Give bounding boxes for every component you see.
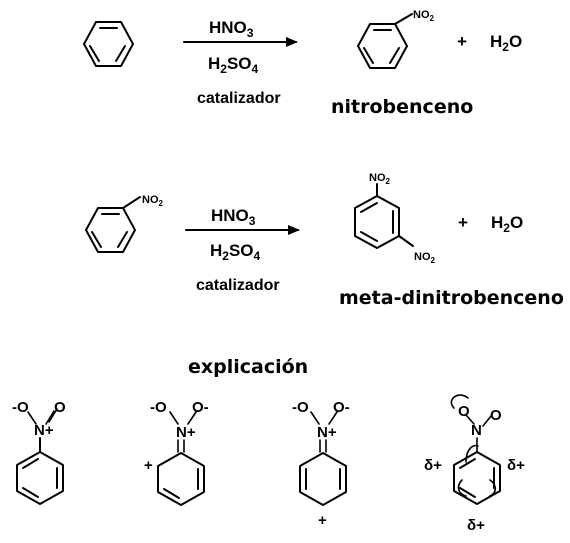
reagent-sulfuric-acid: H2SO4: [210, 241, 261, 263]
electron-flow-arrow: [457, 479, 467, 497]
reaction-arrow: [185, 225, 300, 235]
electron-flow-arrow: [489, 479, 497, 497]
reagent-nitric-acid: HNO3: [211, 206, 256, 228]
resonance-structure-3: -O O- N+ +: [292, 399, 350, 529]
benzene-molecule: [83, 21, 134, 67]
reaction-arrow: [183, 37, 298, 47]
water-product: H2O: [490, 32, 522, 54]
oxygen-label-right: O: [490, 407, 502, 424]
oxygen-minus-label: -O: [12, 399, 29, 416]
explanation-heading: explicación: [188, 356, 308, 378]
resonance-structure-2: -O O- N+ +: [144, 399, 209, 506]
reagent-nitric-acid: HNO3: [209, 18, 254, 40]
electron-flow-arrow: [450, 394, 469, 409]
partial-charge-ortho-left: δ+: [424, 457, 442, 474]
nitrogen-plus-label: N+: [34, 422, 54, 439]
oxygen-label: O: [54, 399, 66, 416]
oxygen-minus-label: -O: [150, 399, 167, 416]
meta-dinitrobenzene-molecule: NO2 NO2: [354, 172, 436, 265]
catalyst-label: catalizador: [196, 277, 280, 294]
reagent-sulfuric-acid: H2SO4: [208, 54, 259, 76]
water-product: H2O: [491, 213, 523, 235]
partial-charge-ortho-right: δ+: [507, 457, 525, 474]
product-name-nitrobenceno: nitrobenceno: [331, 96, 473, 118]
plus-sign: +: [457, 32, 467, 51]
nitrobenzene-molecule: NO2: [357, 9, 435, 69]
electron-flow-arrow: [465, 444, 479, 463]
nitrogen-plus-label: N+: [176, 424, 196, 441]
partial-charge-para: δ+: [467, 517, 485, 534]
reaction-1: HNO3 H2SO4 catalizador NO2 + H2O nitrobe…: [83, 9, 522, 118]
oxygen-minus-label: -O: [292, 399, 309, 416]
nitro-group-label-top: NO2: [369, 172, 391, 186]
reaction-2: NO2 HNO3 H2SO4 catalizador NO2 NO2 + H2O…: [85, 172, 564, 309]
plus-sign: +: [458, 213, 468, 232]
nitro-group-label: NO2: [413, 9, 435, 23]
carbocation-charge: +: [318, 512, 327, 529]
product-name-meta-dinitrobenceno: meta-dinitrobenceno: [339, 287, 564, 309]
resonance-hybrid: O O N δ+ δ+ δ+: [424, 394, 525, 534]
carbocation-charge: +: [144, 457, 153, 474]
nitrobenzene-reactant: NO2: [85, 194, 164, 253]
nitrogen-plus-label: N+: [317, 424, 337, 441]
nitro-group-label: NO2: [142, 194, 164, 208]
nitro-group-label-bottom: NO2: [414, 251, 436, 265]
catalyst-label: catalizador: [197, 90, 281, 107]
resonance-structure-1: -O O N+: [12, 399, 66, 505]
nitrogen-label: N: [471, 422, 482, 439]
